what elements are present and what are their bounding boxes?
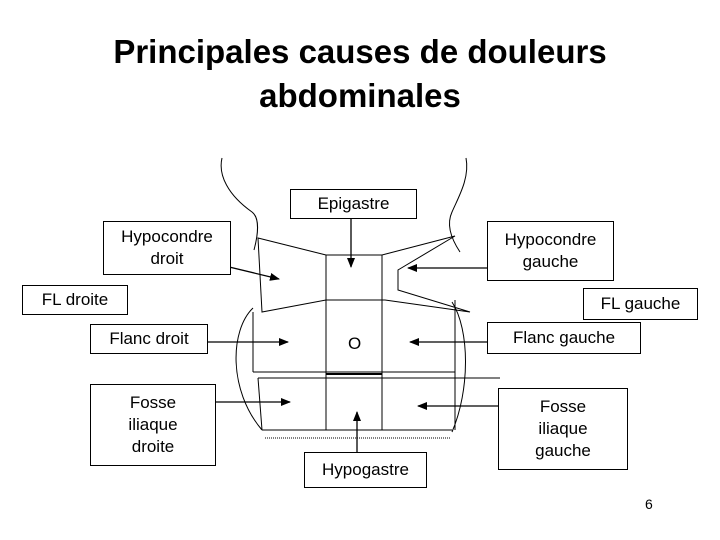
label-epigastre: Epigastre xyxy=(290,189,417,219)
hip-outline-left xyxy=(451,301,466,433)
slide-title-line2: abdominales xyxy=(259,77,461,114)
label-fosse-iliaque-droite: Fosse iliaque droite xyxy=(90,384,216,466)
label-fosse-iliaque-gauche: Fosse iliaque gauche xyxy=(498,388,628,470)
arrows xyxy=(199,218,498,452)
label-flanc-gauche: Flanc gauche xyxy=(487,322,641,354)
slide-title: Principales causes de douleurs abdominal… xyxy=(0,30,720,118)
label-hypocondre-droit: Hypocondre droit xyxy=(103,221,231,275)
hip-outline-right xyxy=(235,307,263,431)
label-fl-droite: FL droite xyxy=(22,285,128,315)
rib-cage-outline xyxy=(257,235,471,313)
label-fl-gauche: FL gauche xyxy=(583,288,698,320)
torso-outline-right xyxy=(220,157,258,251)
region-grid xyxy=(252,254,500,439)
navel-symbol: O xyxy=(348,334,362,353)
label-hypocondre-gauche: Hypocondre gauche xyxy=(487,221,614,281)
label-flanc-droit: Flanc droit xyxy=(90,324,208,354)
page-number: 6 xyxy=(645,496,653,512)
torso-outline-left xyxy=(449,157,468,253)
label-hypogastre: Hypogastre xyxy=(304,452,427,488)
slide-title-line1: Principales causes de douleurs xyxy=(113,33,607,70)
